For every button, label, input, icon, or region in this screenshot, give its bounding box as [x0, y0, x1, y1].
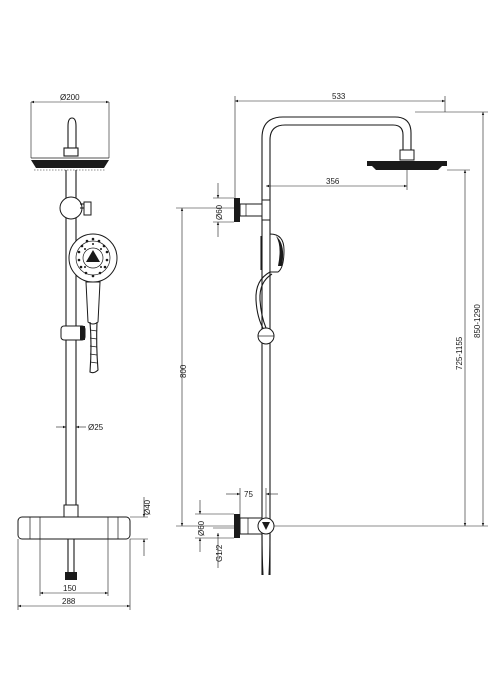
dim-inlet-centres: 150 [39, 539, 109, 596]
side-slide-holder [257, 327, 275, 345]
dim-inlet-thread: G1/2 [213, 527, 234, 568]
shower-arm [261, 116, 412, 200]
side-handset [255, 233, 285, 331]
side-valve [234, 514, 275, 576]
label-inlet-thread: G1/2 [215, 544, 224, 562]
label-head-diameter: Ø200 [60, 93, 80, 102]
label-valve-width: 288 [62, 597, 76, 606]
dim-rail-height: 800 [176, 207, 234, 527]
label-valve-diameter: Ø40 [143, 499, 152, 515]
dim-valve-diameter: Ø40 [130, 497, 152, 556]
thermostatic-valve [17, 504, 131, 580]
handset [68, 233, 118, 325]
dim-arm-projection: 533 [234, 92, 446, 200]
side-overhead-head [367, 149, 447, 170]
label-bracket-diameter: Ø60 [215, 204, 224, 220]
dim-overall-height-range: 850-1290 [473, 112, 485, 526]
dim-rail-diameter: Ø25 [56, 423, 104, 432]
diverter-knob [59, 196, 92, 220]
label-head-offset: 356 [326, 177, 340, 186]
label-inlet-centres: 150 [63, 584, 77, 593]
riser-rail [65, 170, 77, 515]
overhead-shower-head [31, 117, 109, 171]
label-head-height-range: 725-1155 [455, 336, 464, 370]
front-view: Ø200 [17, 93, 152, 610]
label-rail-height: 800 [179, 364, 188, 378]
dim-valve-width: 288 [17, 539, 131, 610]
dim-head-height-range: 725-1155 [270, 169, 488, 527]
label-elbow-diameter: Ø60 [197, 520, 206, 536]
label-rail-diameter: Ø25 [88, 423, 104, 432]
wall-bracket [234, 198, 271, 222]
dim-elbow-projection: 75 [226, 488, 278, 518]
dim-head-offset: 356 [266, 170, 408, 190]
side-view: 533 356 [176, 92, 488, 576]
dim-elbow-diameter: Ø60 [195, 500, 234, 552]
dim-head-diameter: Ø200 [30, 93, 110, 158]
dim-bracket-diameter: Ø60 [213, 183, 234, 237]
shower-hose [89, 321, 99, 374]
label-overall-height-range: 850-1290 [473, 304, 482, 338]
label-elbow-projection: 75 [244, 490, 253, 499]
label-arm-projection: 533 [332, 92, 346, 101]
slide-holder [60, 325, 86, 341]
